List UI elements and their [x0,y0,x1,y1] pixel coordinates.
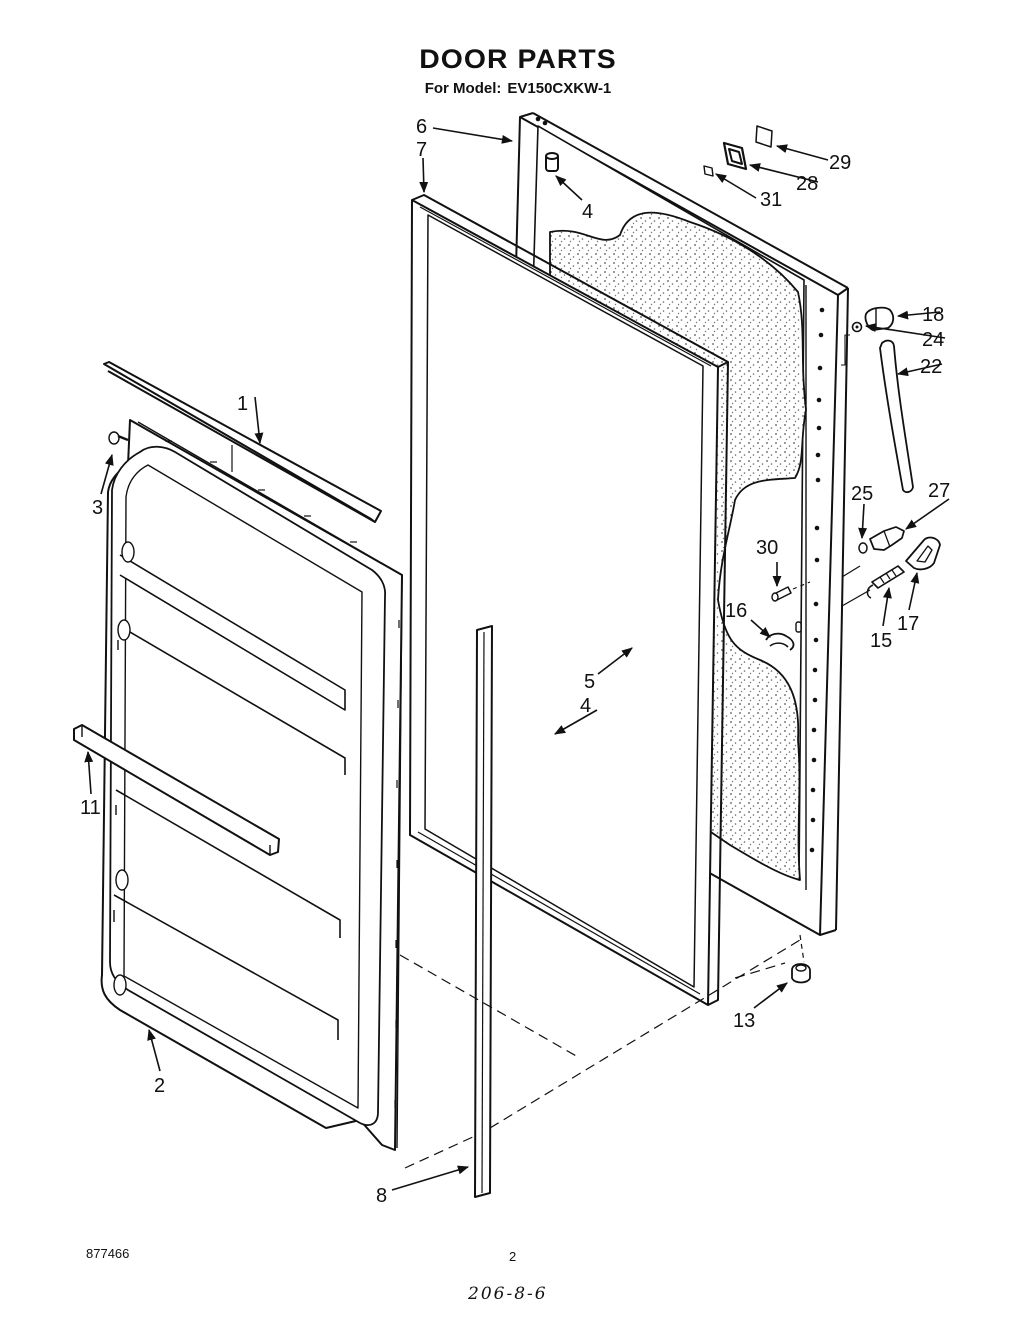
callout-17: 17 [897,613,919,635]
callout-18: 18 [922,304,944,326]
washer-25 [858,542,868,554]
key-17 [905,536,941,571]
page-number: 2 [509,1249,517,1264]
callout-2: 2 [154,1075,165,1097]
assembly-guide-lines [399,939,801,1169]
callout-31: 31 [760,189,782,211]
callout-4-top: 4 [582,201,593,223]
callout-15: 15 [870,630,892,652]
inner-door-liner [100,419,403,1151]
callout-16: 16 [725,600,747,622]
callout-27: 27 [928,480,950,502]
callout-28: 28 [796,173,818,195]
callout-labels: 1 2 3 4 4 5 6 7 8 11 13 15 16 17 18 22 2… [80,116,950,1207]
callout-29: 29 [829,152,851,174]
callout-arrows [84,127,950,1191]
door-stop-13 [791,963,811,984]
nameplate-clip-31 [703,165,714,177]
breaker-strip [474,625,493,1198]
page-title: DOOR PARTS [419,44,617,74]
hinge-pin-bushing-top [545,152,559,172]
lock-cylinder-15 [866,565,905,599]
lock-bracket-27 [869,526,905,551]
callout-11: 11 [80,797,101,819]
top-trim-strip [103,361,382,523]
callout-7: 7 [416,139,427,161]
model-number: EV150CXKW-1 [507,80,612,97]
screw-30 [771,586,792,602]
callout-1: 1 [237,393,248,415]
model-label: For Model: [424,80,502,97]
door-handle-22 [879,339,914,494]
model-subtitle: For Model: EV150CXKW-1 [0,80,1036,97]
callout-13: 13 [733,1010,755,1032]
door-shelf-rail [73,724,280,856]
washer-24 [851,321,863,333]
document-number: 877466 [86,1246,130,1261]
nameplate-29 [755,125,773,148]
callout-30: 30 [756,537,778,559]
callout-4-bottom: 4 [580,695,591,717]
callout-6: 6 [416,116,427,138]
screw [108,431,129,445]
callout-5: 5 [584,671,595,693]
callout-22: 22 [920,356,942,378]
callout-3: 3 [92,497,103,519]
handwritten-code: 206-8-6 [468,1284,548,1304]
callout-25: 25 [851,483,873,505]
nameplate-holder-28 [722,141,748,171]
callout-24: 24 [922,329,944,351]
callout-8: 8 [376,1185,387,1207]
